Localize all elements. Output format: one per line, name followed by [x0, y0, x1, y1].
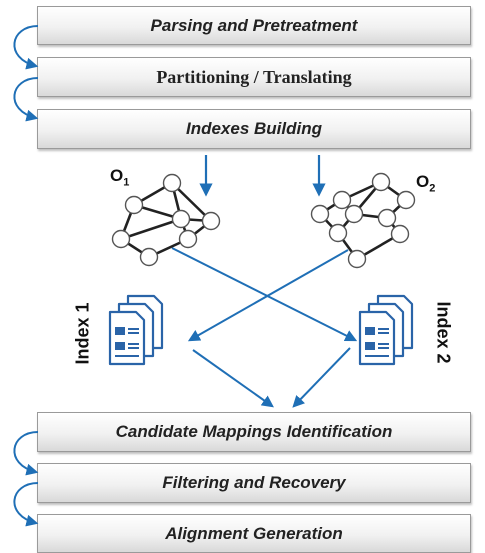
- ontology-graph-o1: [119, 181, 212, 259]
- step-indexes-building: Indexes Building: [37, 109, 471, 149]
- index-2-documents-icon: [358, 294, 414, 366]
- arrow-index2-to-candidate: [292, 347, 351, 408]
- arrow-index1-to-candidate: [192, 349, 274, 408]
- step-filtering-recovery: Filtering and Recovery: [37, 463, 471, 503]
- step-arrow-1: [13, 25, 39, 70]
- step-candidate-mappings-identification: Candidate Mappings Identification: [37, 412, 471, 452]
- index-1-label: Index 1: [72, 302, 93, 365]
- ontology-graph-o2-nodes: [310, 172, 416, 269]
- arrow-o1-to-index2: [171, 247, 358, 342]
- ontology-label-o2: O2: [416, 172, 436, 195]
- index-1-documents-icon: [108, 294, 164, 366]
- ontology-label-o1: O1: [110, 166, 130, 189]
- arrow-o2-to-index1: [187, 249, 349, 342]
- step-arrow-2: [13, 77, 39, 122]
- step-arrow-4: [13, 431, 39, 476]
- ontology-graph-o1-nodes: [111, 173, 221, 267]
- step-alignment-generation: Alignment Generation: [37, 514, 471, 553]
- index-2-label: Index 2: [433, 301, 454, 364]
- step-arrow-5: [13, 482, 39, 527]
- step-partitioning-translating: Partitioning / Translating: [37, 57, 471, 97]
- step-parsing-pretreatment: Parsing and Pretreatment: [37, 6, 471, 45]
